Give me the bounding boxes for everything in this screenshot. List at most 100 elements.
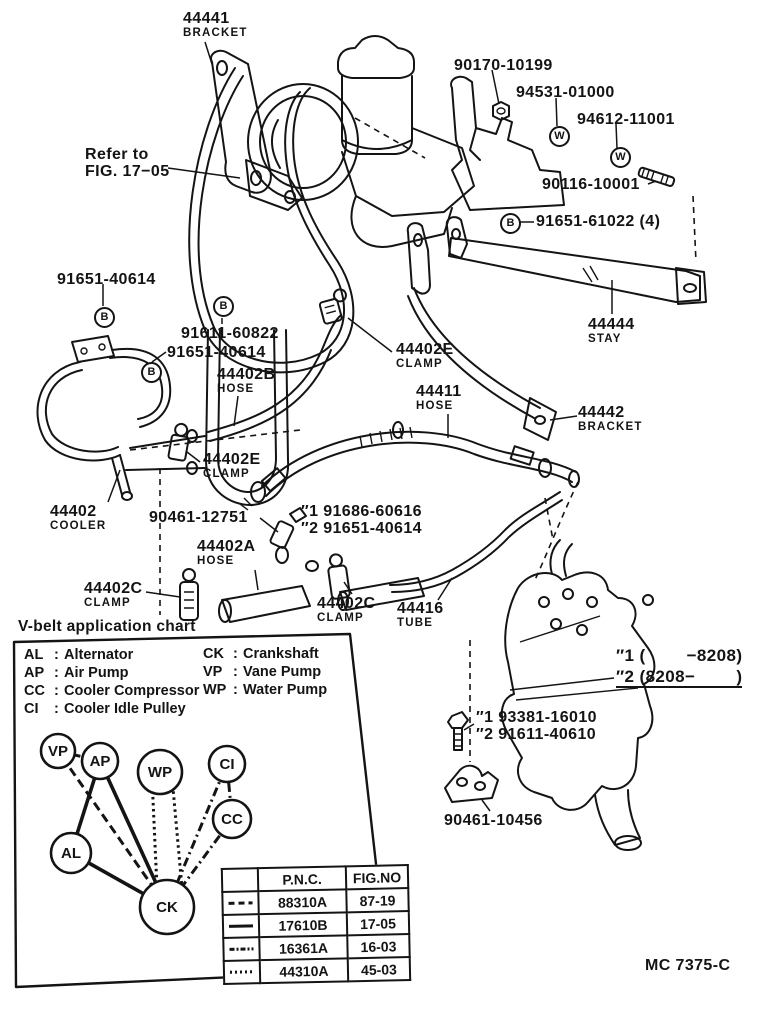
belt-path-dashed bbox=[56, 749, 169, 909]
label-44411-hose-text: HOSE bbox=[416, 400, 454, 412]
washer-symbol-w1: W bbox=[549, 126, 570, 147]
pnc-value: 88310A bbox=[258, 889, 347, 915]
label-44402e-clamp-b-text: 44402E bbox=[203, 451, 261, 468]
svg-text:CI: CI bbox=[220, 756, 235, 773]
bolt-symbol-b1: B bbox=[94, 307, 115, 328]
label-91611-60822: 91611-60822 bbox=[181, 325, 279, 342]
pnc-value: 17610B bbox=[258, 912, 348, 938]
label-91651-61022: 91651-61022 (4) bbox=[536, 213, 660, 230]
vbelt-table-header-P.N.C.: P.N.C. bbox=[257, 866, 347, 892]
label-refer-fig-17-05-text: Refer to bbox=[85, 146, 149, 163]
vbelt-table-header-style bbox=[221, 868, 259, 892]
label-91651-40614-b: 91651-40614 bbox=[167, 344, 266, 361]
label-90116-10001-text: 90116-10001 bbox=[542, 176, 640, 193]
label-44402c-clamp-b-text: 44402C bbox=[317, 595, 376, 612]
pnc-value: 44310A bbox=[259, 958, 349, 984]
label-note-91686-text: ″2 91651-40614 bbox=[301, 520, 422, 537]
pulley-ap: AP bbox=[80, 741, 120, 781]
label-44416-tube-text: 44416 bbox=[397, 600, 444, 617]
pnc-value: 16361A bbox=[259, 935, 348, 961]
belt-path-solid bbox=[69, 759, 169, 909]
fig-no-value: 87-19 bbox=[346, 888, 409, 913]
pulley-al: AL bbox=[49, 831, 93, 875]
label-note-91686-text: ″1 91686-60616 bbox=[301, 503, 422, 520]
label-90461-12751-text: 90461-12751 bbox=[149, 509, 248, 526]
label-44442-bracket-text: BRACKET bbox=[578, 421, 643, 433]
label-note1-range-text: ″1 ( −8208) bbox=[616, 646, 743, 665]
label-44444-stay-text: STAY bbox=[588, 333, 622, 345]
label-doc-code-text: MC 7375-C bbox=[645, 957, 731, 974]
label-90170-10199-text: 90170-10199 bbox=[454, 57, 553, 74]
label-44402c-clamp-b-text: CLAMP bbox=[317, 612, 364, 624]
belt-line-sample-dotted bbox=[229, 970, 255, 974]
pulley-ck: CK bbox=[138, 878, 196, 936]
svg-text:AP: AP bbox=[90, 753, 111, 770]
label-note-91686: ″1 91686-60616″2 91651-40614 bbox=[301, 503, 422, 537]
label-doc-code: MC 7375-C bbox=[645, 957, 730, 974]
pulley-wp: WP bbox=[136, 748, 184, 796]
washer-symbol-w2: W bbox=[610, 147, 631, 168]
label-91651-40614-b-text: 91651-40614 bbox=[167, 344, 266, 361]
label-44402e-clamp-a-text: CLAMP bbox=[396, 358, 443, 370]
label-91611-60822-text: 91611-60822 bbox=[181, 325, 279, 342]
label-44402c-clamp-a-text: CLAMP bbox=[84, 597, 131, 609]
label-44402a-hose-text: HOSE bbox=[197, 555, 235, 567]
bolt-symbol-b2: B bbox=[213, 296, 234, 317]
svg-text:CC: CC bbox=[221, 811, 243, 828]
vbelt-legend-entry-ci: CI:Cooler Idle Pulley bbox=[24, 701, 186, 717]
fig-no-value: 16-03 bbox=[347, 934, 410, 959]
fig-no-value: 45-03 bbox=[347, 957, 411, 982]
label-91651-61022-text: 91651-61022 (4) bbox=[536, 213, 661, 230]
label-44416-tube-text: TUBE bbox=[397, 617, 434, 629]
label-91651-40614-a-text: 91651-40614 bbox=[57, 271, 156, 288]
belt-line-sample-dashed bbox=[228, 901, 253, 905]
pulley-ci: CI bbox=[207, 744, 247, 784]
label-94531-01000-text: 94531-01000 bbox=[516, 84, 615, 101]
svg-text:CK: CK bbox=[156, 899, 178, 916]
label-44402-cooler-text: COOLER bbox=[50, 520, 107, 532]
pulley-vp: VP bbox=[39, 732, 77, 770]
label-44402b-hose-text: 44402B bbox=[217, 366, 276, 383]
label-44402c-clamp-a-text: 44402C bbox=[84, 580, 143, 597]
belt-line-sample-solid bbox=[228, 924, 254, 928]
label-94531-01000: 94531-01000 bbox=[516, 84, 615, 101]
vbelt-chart-title: V-belt application chart bbox=[18, 618, 196, 635]
vbelt-legend-entry-cc: CC:Cooler Compressor bbox=[24, 683, 200, 699]
label-44402b-hose-text: HOSE bbox=[217, 383, 255, 395]
vbelt-legend-entry-al: AL:Alternator bbox=[24, 647, 134, 663]
pulley-cc: CC bbox=[211, 798, 253, 840]
label-44441-bracket-text: 44441 bbox=[183, 10, 230, 27]
label-44442-bracket-text: 44442 bbox=[578, 404, 625, 421]
label-refer-fig-17-05-text: FIG. 17−05 bbox=[85, 163, 170, 180]
vbelt-legend-entry-wp: WP:Water Pump bbox=[203, 682, 328, 698]
label-44402e-clamp-a-text: 44402E bbox=[396, 341, 454, 358]
label-44411-hose-text: 44411 bbox=[416, 383, 462, 400]
belt-path-dashdot bbox=[165, 762, 234, 909]
label-44402e-clamp-b-text: CLAMP bbox=[203, 468, 250, 480]
label-44444-stay-text: 44444 bbox=[588, 316, 635, 333]
bolt-symbol-b4: B bbox=[500, 213, 521, 234]
label-note1-range: ″1 ( −8208) bbox=[616, 647, 742, 664]
svg-text:WP: WP bbox=[148, 764, 172, 781]
label-note2-range: ″2 (8208− ) bbox=[616, 667, 743, 688]
label-44441-bracket-text: BRACKET bbox=[183, 27, 248, 39]
label-note-93381-text: ″2 91611-40610 bbox=[476, 726, 597, 743]
label-note2-range-text: ″2 (8208− ) bbox=[616, 667, 743, 688]
